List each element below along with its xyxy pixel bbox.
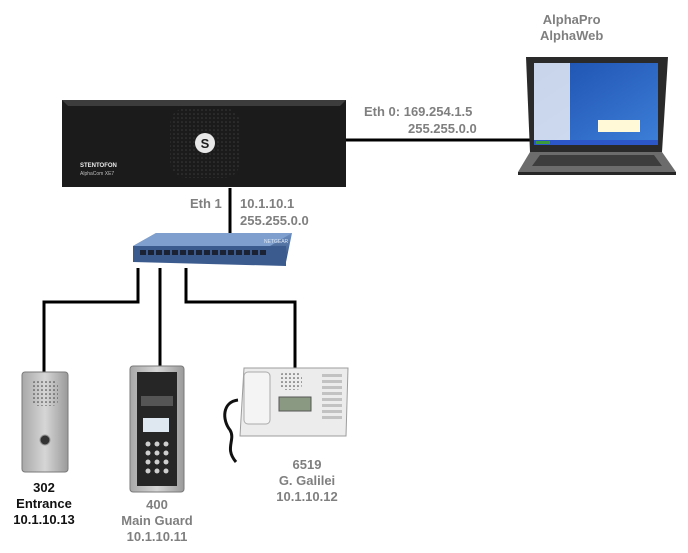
device-6519-desk-station (223, 367, 349, 463)
device-number: 302 (33, 480, 55, 495)
speaker-grille (32, 380, 58, 406)
speaker-grille (280, 372, 302, 390)
device-302-label: 302 Entrance 10.1.10.13 (4, 480, 84, 528)
laptop-label: AlphaPro AlphaWeb (540, 12, 603, 44)
cables (42, 138, 530, 372)
eth1-ip: 10.1.10.1 (240, 196, 295, 211)
call-button-icon (39, 434, 51, 446)
device-name: Main Guard (121, 513, 193, 528)
eth0-label: Eth 0: 169.254.1.5 (364, 104, 473, 119)
device-number: 400 (146, 497, 168, 512)
device-number: 6519 (292, 457, 322, 472)
eth1-mask: 255.255.0.0 (240, 213, 309, 228)
laptop-label-line1: AlphaPro (542, 12, 601, 27)
display-screen (143, 418, 169, 432)
device-400-label: 400 Main Guard 10.1.10.11 (112, 497, 202, 545)
svg-text:S: S (201, 136, 210, 151)
handset-icon (243, 371, 271, 425)
laptop (518, 57, 676, 175)
eth1-label: Eth 1 (190, 196, 222, 211)
laptop-label-line2: AlphaWeb (540, 28, 604, 43)
network-switch: NETGEAR (133, 233, 292, 266)
device-6519-label: 6519 G. Galilei 10.1.10.12 (262, 457, 352, 505)
device-ip: 10.1.10.13 (13, 512, 75, 527)
display-screen (278, 396, 312, 412)
brand-logo-icon (195, 133, 215, 153)
server-brand: STENTOFON (80, 163, 117, 169)
device-ip: 10.1.10.12 (276, 489, 338, 504)
cable-to-302 (42, 268, 140, 372)
device-name: Entrance (16, 496, 72, 511)
device-ip: 10.1.10.11 (126, 529, 188, 544)
eth0-mask: 255.255.0.0 (408, 121, 477, 136)
device-name: G. Galilei (278, 473, 336, 488)
cable-to-6519 (184, 268, 297, 368)
server-model: AlphaCom XE7 (80, 171, 114, 177)
device-400-access-panel (129, 365, 185, 493)
switch-brand: NETGEAR (264, 239, 289, 245)
handset-cord (223, 398, 239, 463)
server-unit: S STENTOFON AlphaCom XE7 (62, 100, 346, 187)
device-302-door-station (21, 371, 69, 473)
